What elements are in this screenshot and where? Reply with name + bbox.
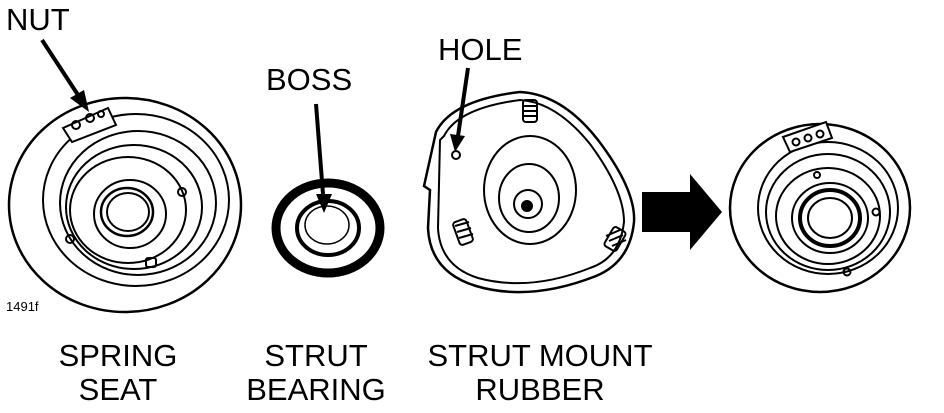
spring-seat-part [7,96,243,314]
caption-strut-mount-rubber-line2: RUBBER [475,372,605,407]
stud-right [603,226,627,252]
callout-nut: NUT [6,2,70,37]
caption-strut-bearing-line1: STRUT [264,338,368,373]
strut-mount-rubber-part [422,90,636,294]
leader-boss [314,103,332,213]
leader-hole [450,67,470,152]
assembled-part [728,120,912,294]
stud-left [452,218,474,246]
callout-boss: BOSS [266,62,353,97]
caption-spring-seat-line2: SEAT [78,372,158,407]
callout-hole: HOLE [438,32,523,67]
caption-strut-bearing-line2: BEARING [246,372,386,407]
figure-id: 1491f [6,299,39,314]
stud-top [522,99,538,123]
direction-arrow [642,174,722,250]
caption-spring-seat-line1: SPRING [58,338,178,373]
leader-nut [40,38,89,112]
caption-strut-mount-rubber-line1: STRUT MOUNT [427,338,653,373]
